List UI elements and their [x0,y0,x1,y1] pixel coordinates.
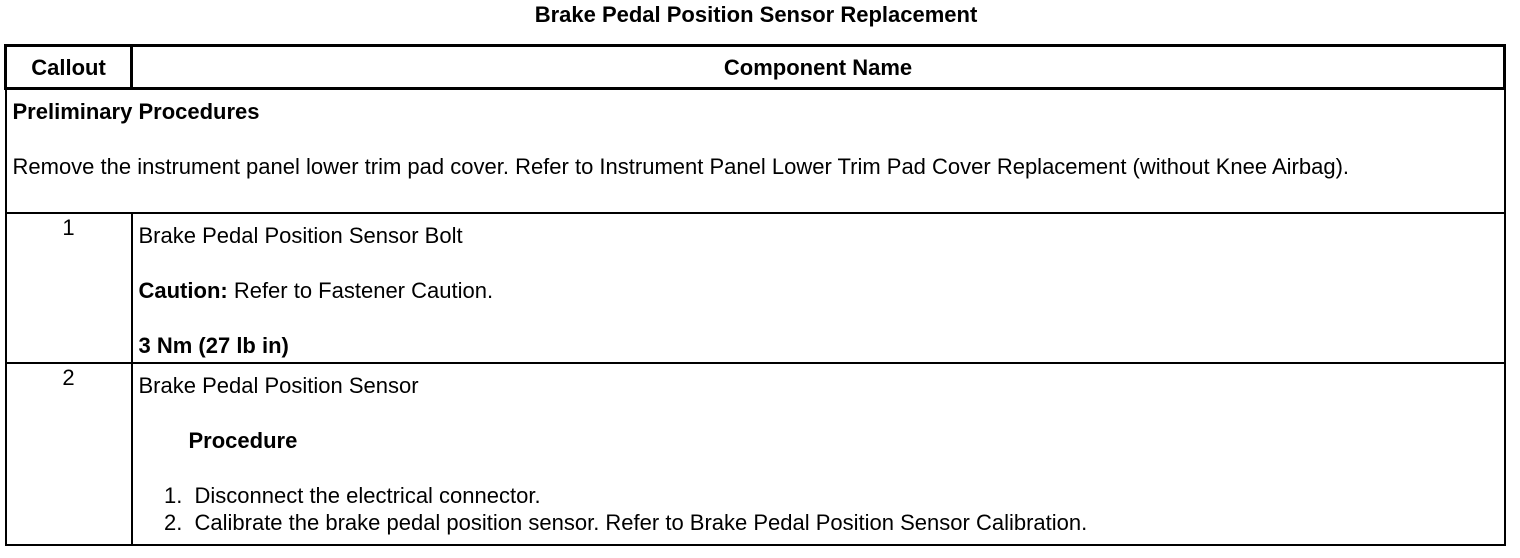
component-name: Brake Pedal Position Sensor Bolt [138,223,463,248]
callout-number: 1 [4,212,133,364]
preliminary-procedures-row: Preliminary Procedures Remove the instru… [4,87,1506,214]
caution-text: Refer to Fastener Caution. [227,278,494,303]
preliminary-procedures-heading: Preliminary Procedures [12,99,260,124]
torque-spec: 3 Nm (27 lb in) [138,333,289,358]
component-cell: Brake Pedal Position Sensor Bolt Caution… [130,212,1506,364]
procedure-steps: Disconnect the electrical connector. Cal… [139,482,1498,536]
component-cell: Brake Pedal Position Sensor Procedure Di… [130,362,1506,546]
component-name-column-header: Component Name [130,44,1506,90]
table-row: 2 Brake Pedal Position Sensor Procedure … [4,362,1506,546]
caution-note: Caution: Refer to Fastener Caution. [139,277,1498,304]
callout-number: 2 [4,362,133,546]
component-name: Brake Pedal Position Sensor [138,373,419,398]
table-row: 1 Brake Pedal Position Sensor Bolt Cauti… [4,212,1506,364]
document-title: Brake Pedal Position Sensor Replacement [534,2,978,27]
procedure-heading: Procedure [188,428,298,453]
preliminary-procedures-cell: Preliminary Procedures Remove the instru… [4,87,1506,214]
table-header-row: Callout Component Name [4,44,1506,90]
procedure-table: Callout Component Name Preliminary Proce… [4,44,1506,546]
caution-label: Caution: [138,278,228,303]
preliminary-procedures-text: Remove the instrument panel lower trim p… [12,154,1350,179]
procedure-step: Calibrate the brake pedal position senso… [189,509,1498,536]
callout-column-header: Callout [4,44,133,90]
procedure-step: Disconnect the electrical connector. [189,482,1498,509]
